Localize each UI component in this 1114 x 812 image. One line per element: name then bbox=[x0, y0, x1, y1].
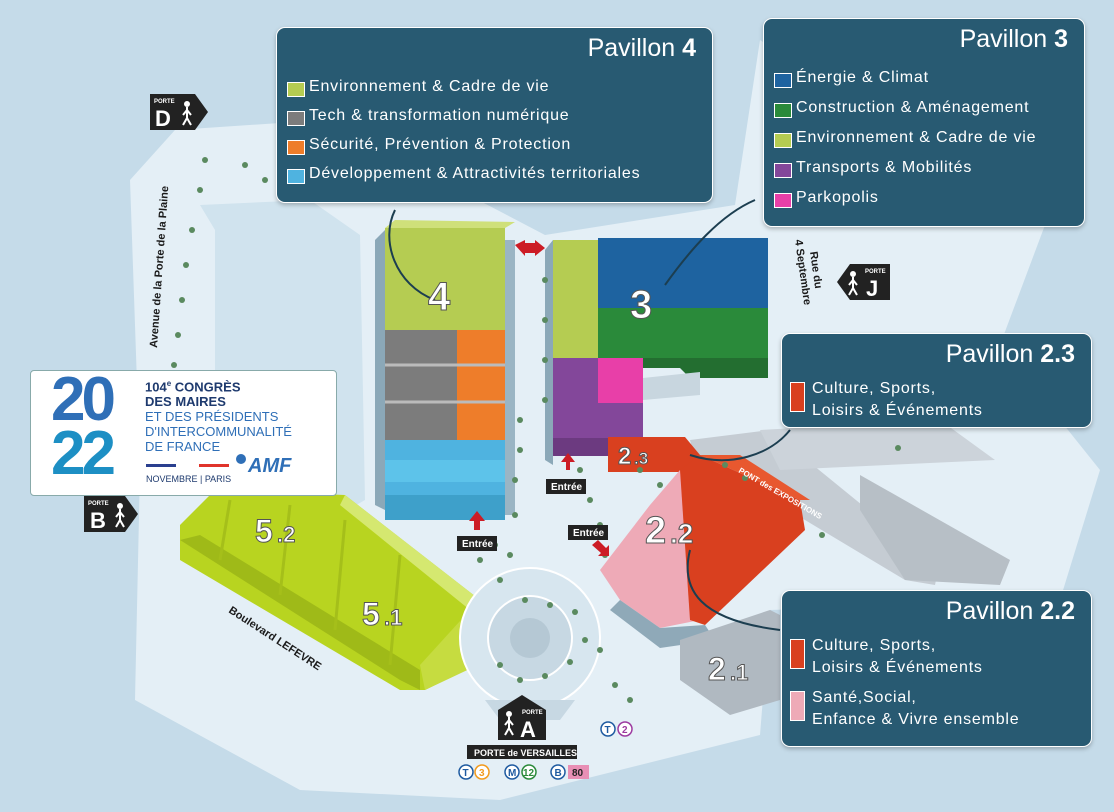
svg-text:Entrée: Entrée bbox=[462, 539, 494, 550]
swatch bbox=[774, 133, 792, 148]
label-pavillon-2-2-sub: .2 bbox=[670, 518, 693, 549]
swatch bbox=[774, 73, 792, 88]
pedestrian-icon bbox=[182, 101, 192, 126]
logo-line-2: DES MAIRES bbox=[145, 394, 226, 409]
pavillon-4-building bbox=[375, 220, 515, 520]
svg-text:B: B bbox=[90, 508, 106, 533]
porte-de-versailles-label: PORTE de VERSAILLES bbox=[474, 748, 577, 758]
callout-line-2-3 bbox=[689, 429, 791, 462]
logo-year-top: 20 bbox=[51, 365, 116, 434]
logo-flag-red bbox=[199, 464, 229, 467]
passage-arrow bbox=[515, 240, 545, 256]
transit-badges: T 3 M 12 B 80 bbox=[458, 764, 589, 780]
logo-line-3: ET DES PRÉSIDENTS bbox=[145, 409, 279, 424]
callout-line-2-2 bbox=[686, 549, 781, 631]
svg-text:PORTE: PORTE bbox=[154, 99, 175, 105]
callout-line-4 bbox=[388, 209, 436, 301]
legend-panel-pavillon-2-2: Pavillon 2.2 Culture, Sports,Loisirs & É… bbox=[781, 590, 1092, 747]
logo-brand: AMF bbox=[248, 455, 292, 477]
tram-icon: T bbox=[605, 725, 611, 736]
trees bbox=[171, 157, 901, 703]
entrance-marker-p3: Entrée bbox=[546, 453, 586, 494]
transit-badges-2: T 2 bbox=[600, 721, 633, 737]
panel-title: Pavillon 2.3 bbox=[945, 340, 1075, 368]
label-pavillon-5-1-sub: .1 bbox=[384, 605, 402, 630]
swatch bbox=[287, 111, 305, 126]
bus-icon: B bbox=[555, 768, 562, 779]
label-pavillon-4: 4 bbox=[428, 275, 451, 319]
pedestrian-icon bbox=[504, 711, 514, 736]
legend-panel-pavillon-4: Pavillon 4 Environnement & Cadre de vie … bbox=[276, 27, 713, 203]
logo-line-5: DE FRANCE bbox=[145, 439, 221, 454]
metro-icon: M bbox=[508, 768, 516, 779]
label-pavillon-5-2-main: 5 bbox=[255, 513, 273, 549]
pavillon-5-building bbox=[180, 490, 480, 690]
swatch bbox=[790, 639, 805, 669]
tram-icon: T bbox=[463, 768, 469, 779]
pavillon-2-2-building bbox=[600, 455, 810, 648]
panel-title: Pavillon 4 bbox=[587, 34, 696, 62]
pedestrian-icon bbox=[848, 271, 858, 296]
svg-text:PORTE: PORTE bbox=[522, 710, 543, 716]
logo-flag-blue bbox=[146, 464, 176, 467]
logo-date: NOVEMBRE | PARIS bbox=[146, 474, 232, 484]
label-pavillon-2-3-sub: .3 bbox=[634, 449, 648, 468]
pedestrian-icon bbox=[115, 503, 125, 528]
roundabout bbox=[459, 567, 601, 720]
label-pavillon-3: 3 bbox=[630, 283, 652, 327]
street-rue-du-4-septembre-1: Rue du bbox=[807, 251, 824, 290]
tram-line-2: 2 bbox=[622, 725, 628, 736]
metro-line-12: 12 bbox=[523, 768, 535, 779]
logo-line-4: D'INTERCOMMUNALITÉ bbox=[145, 424, 292, 439]
logo-line-1: 104e CONGRÈS bbox=[145, 379, 241, 395]
congress-logo: 20 22 104e CONGRÈS DES MAIRES ET DES PRÉ… bbox=[30, 365, 337, 496]
tram-line-3: 3 bbox=[479, 768, 485, 779]
swatch bbox=[287, 140, 305, 155]
porte-b-marker: PORTE B bbox=[84, 496, 138, 533]
pavillon-3-building bbox=[545, 238, 768, 465]
legend-panel-pavillon-3: Pavillon 3 Énergie & Climat Construction… bbox=[763, 18, 1085, 227]
pavillon-2-3-building bbox=[608, 437, 700, 472]
swatch bbox=[790, 382, 805, 412]
swatch bbox=[774, 103, 792, 118]
porte-a-marker: PORTE A PORTE de VERSAILLES bbox=[467, 695, 577, 759]
bridge-ramp bbox=[860, 475, 1010, 585]
label-pavillon-5-2-sub: .2 bbox=[277, 522, 295, 547]
legend-panel-pavillon-2-3: Pavillon 2.3 Culture, Sports,Loisirs & É… bbox=[781, 333, 1092, 428]
swatch bbox=[774, 193, 792, 208]
label-pavillon-2-1-sub: .1 bbox=[730, 660, 748, 685]
panel-title: Pavillon 2.2 bbox=[945, 597, 1075, 625]
svg-text:PORTE: PORTE bbox=[865, 269, 886, 275]
label-pavillon-2-2-main: 2 bbox=[645, 510, 666, 552]
swatch bbox=[287, 82, 305, 97]
svg-text:Entrée: Entrée bbox=[573, 528, 605, 539]
bus-line-80: 80 bbox=[572, 768, 584, 779]
callout-line-3 bbox=[664, 199, 756, 286]
swatch bbox=[790, 691, 805, 721]
swatch bbox=[287, 169, 305, 184]
label-pavillon-2-1-main: 2 bbox=[708, 651, 726, 687]
svg-text:A: A bbox=[520, 717, 536, 742]
label-pavillon-2-3-main: 2 bbox=[618, 443, 631, 470]
logo-year-bottom: 22 bbox=[51, 419, 116, 488]
panel-title: Pavillon 3 bbox=[959, 25, 1068, 53]
label-pavillon-5-1-main: 5 bbox=[362, 596, 380, 632]
swatch bbox=[774, 163, 792, 178]
amf-logo-icon bbox=[236, 454, 246, 464]
svg-text:J: J bbox=[866, 276, 878, 301]
svg-text:Entrée: Entrée bbox=[551, 482, 583, 493]
entrance-marker-p4: Entrée bbox=[457, 511, 497, 551]
entrance-marker-p2-2: Entrée bbox=[568, 525, 609, 556]
porte-d-marker: PORTE D bbox=[150, 94, 208, 131]
porte-j-marker: PORTE J bbox=[837, 264, 890, 301]
svg-text:PORTE: PORTE bbox=[88, 501, 109, 507]
pavillon-2-1-building bbox=[680, 610, 780, 715]
svg-text:D: D bbox=[155, 106, 171, 131]
